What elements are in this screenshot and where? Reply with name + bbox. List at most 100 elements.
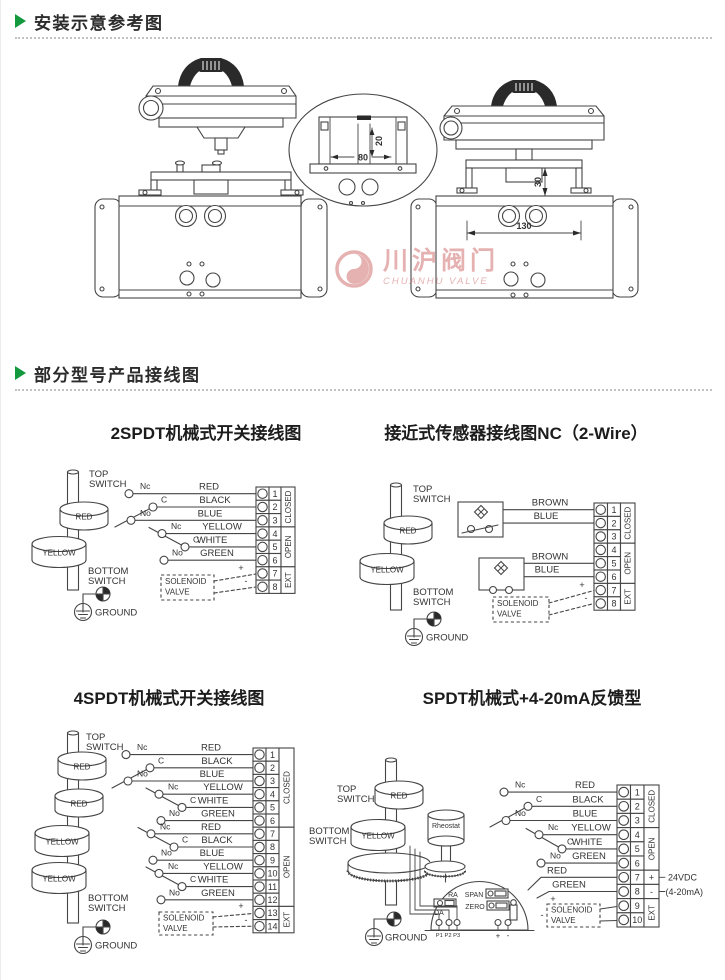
group-label-minus: - [650, 887, 653, 897]
cam-label: YELLOW [370, 566, 404, 575]
contact-label: No [550, 851, 561, 861]
solenoid-box: SOLENOID VALVE + - [158, 901, 254, 936]
dimension-20: 20 [369, 127, 384, 157]
group-label-ext: EXT [648, 905, 657, 921]
top-switch-label: SWITCH [413, 494, 451, 505]
pneumatic-actuator [410, 195, 639, 299]
wire-label: BLUE [573, 809, 598, 820]
contact-label: Nc [171, 521, 182, 531]
solenoid-box: SOLENOID VALVE + - [160, 563, 257, 601]
terminal-number: 3 [611, 532, 616, 542]
terminal-number: 1 [270, 750, 275, 760]
contact-label: No [515, 808, 526, 818]
wire-label: BLUE [198, 508, 223, 519]
ground-label: GROUND [426, 633, 468, 644]
terminal-number: 5 [611, 559, 616, 569]
switch-top: Nc C No [114, 481, 257, 528]
wire-label: WHITE [197, 535, 228, 546]
switch-bottom: Nc C No [148, 521, 257, 565]
cam-label: RED [76, 513, 93, 522]
terminal-number: 7 [611, 585, 616, 595]
group-label-open: OPEN [648, 837, 657, 860]
contact-label: No [161, 848, 172, 858]
feedback-board: SPAN ZERO RA DA P1 P2 P3 + - [424, 881, 535, 941]
dimension-30: 30 [533, 167, 548, 197]
group-label-plus: + [649, 873, 654, 883]
group-label-closed: CLOSED [283, 771, 292, 804]
contact-label: Nc [137, 742, 148, 752]
terminal-number: 13 [267, 908, 277, 918]
polarity-label: + [238, 901, 243, 911]
diagram-title: SPDT机械式+4-20mA反馈型 [423, 688, 642, 708]
group-label-open: OPEN [284, 535, 293, 558]
install-detail-ellipse: 80 20 [288, 93, 438, 207]
section-title-install: 安装示意参考图 [34, 13, 164, 33]
bottom-switch-label: BOTTOM [88, 893, 129, 904]
wire-label: RED [201, 743, 221, 754]
rheostat-label: Rheostat [432, 823, 460, 830]
polarity-label: - [245, 915, 248, 925]
wire-label: BLUE [200, 769, 225, 780]
terminal-number: 2 [611, 518, 616, 528]
contact-label: No [137, 769, 148, 779]
contact-label: No [172, 548, 183, 558]
top-switch-label: TOP [337, 784, 356, 795]
terminal-number: 14 [267, 921, 277, 931]
wire-label: BLACK [201, 835, 233, 846]
dim-label: 30 [533, 177, 543, 187]
terminal-number: 8 [272, 582, 277, 592]
polarity-label: + [579, 580, 584, 590]
ground-label: GROUND [385, 933, 427, 944]
contact-label: No [140, 508, 151, 518]
terminal-number: 8 [270, 842, 275, 852]
supply-annotation: 24VDC (4-20mA) [658, 873, 703, 897]
diagram-proximity: 接近式传感器接线图NC（2-Wire） RED YELLOW TOP SWITC… [359, 423, 648, 647]
handle [491, 80, 557, 106]
dimension-130: 130 [466, 220, 582, 241]
switch-1: Nc C No [111, 742, 254, 789]
diagram-2spdt: 2SPDT机械式开关接线图 RED YELLOW TOP SWITCH BOTT… [31, 423, 301, 622]
ground-label: GROUND [95, 608, 137, 619]
group-label-ext: EXT [624, 589, 633, 605]
switch-shaft [214, 137, 228, 151]
group-label-ext: EXT [283, 912, 292, 928]
terminal-strip: 1 2 3 4 5 6 7 8 9 10 CLOSED OPEN + - EXT [616, 784, 660, 928]
proximity-sensor-top [457, 501, 595, 538]
cam-label: YELLOW [45, 838, 79, 847]
diagram-title: 4SPDT机械式开关接线图 [74, 688, 265, 708]
install-figure-assembled: 30 130 [410, 80, 639, 299]
section-header-wiring: 部分型号产品接线图 [15, 361, 201, 385]
supply-label: 24VDC [668, 873, 698, 883]
terminal-number: 11 [268, 882, 277, 892]
switch-bottom: Nc C No [525, 822, 618, 868]
cam-stack: RED YELLOW [31, 469, 109, 591]
terminal-number: 1 [272, 489, 277, 499]
top-switch-label: SWITCH [337, 794, 375, 805]
terminal-strip: 1 2 3 4 5 6 7 8 CLOSED OPEN EXT [593, 502, 636, 611]
wire-label: YELLOW [203, 861, 243, 872]
cam-stack: RED YELLOW [346, 757, 432, 906]
solenoid-label: SOLENOID [551, 906, 593, 915]
board-label: RA [448, 892, 458, 899]
polarity-label: - [585, 593, 588, 603]
top-switch-label: TOP [89, 469, 108, 480]
section-marker-icon [15, 366, 26, 380]
switch-3: Nc C No [137, 821, 254, 865]
board-label: DA [434, 910, 444, 917]
switch-4: Nc C No [145, 861, 254, 905]
solenoid-label: VALVE [497, 610, 522, 619]
bottom-switch-label: SWITCH [309, 836, 347, 847]
wire-label: WHITE [198, 875, 229, 886]
section-title-wiring: 部分型号产品接线图 [34, 365, 201, 385]
terminal-number: 4 [270, 789, 275, 799]
handle [178, 58, 244, 86]
wire-label: BLACK [199, 495, 231, 506]
wire-label: BLACK [572, 794, 604, 805]
terminal-strip: 1 2 3 4 5 6 7 8 9 10 11 12 13 14 CLOSED … [252, 747, 295, 934]
wire-label: BLUE [534, 511, 559, 522]
cam-stack: RED RED YELLOW YELLOW [31, 730, 107, 924]
group-label-open: OPEN [624, 552, 633, 575]
terminal-number: 2 [272, 502, 277, 512]
diagram-title: 接近式传感器接线图NC（2-Wire） [384, 423, 647, 443]
section-header-install: 安装示意参考图 [15, 9, 164, 33]
